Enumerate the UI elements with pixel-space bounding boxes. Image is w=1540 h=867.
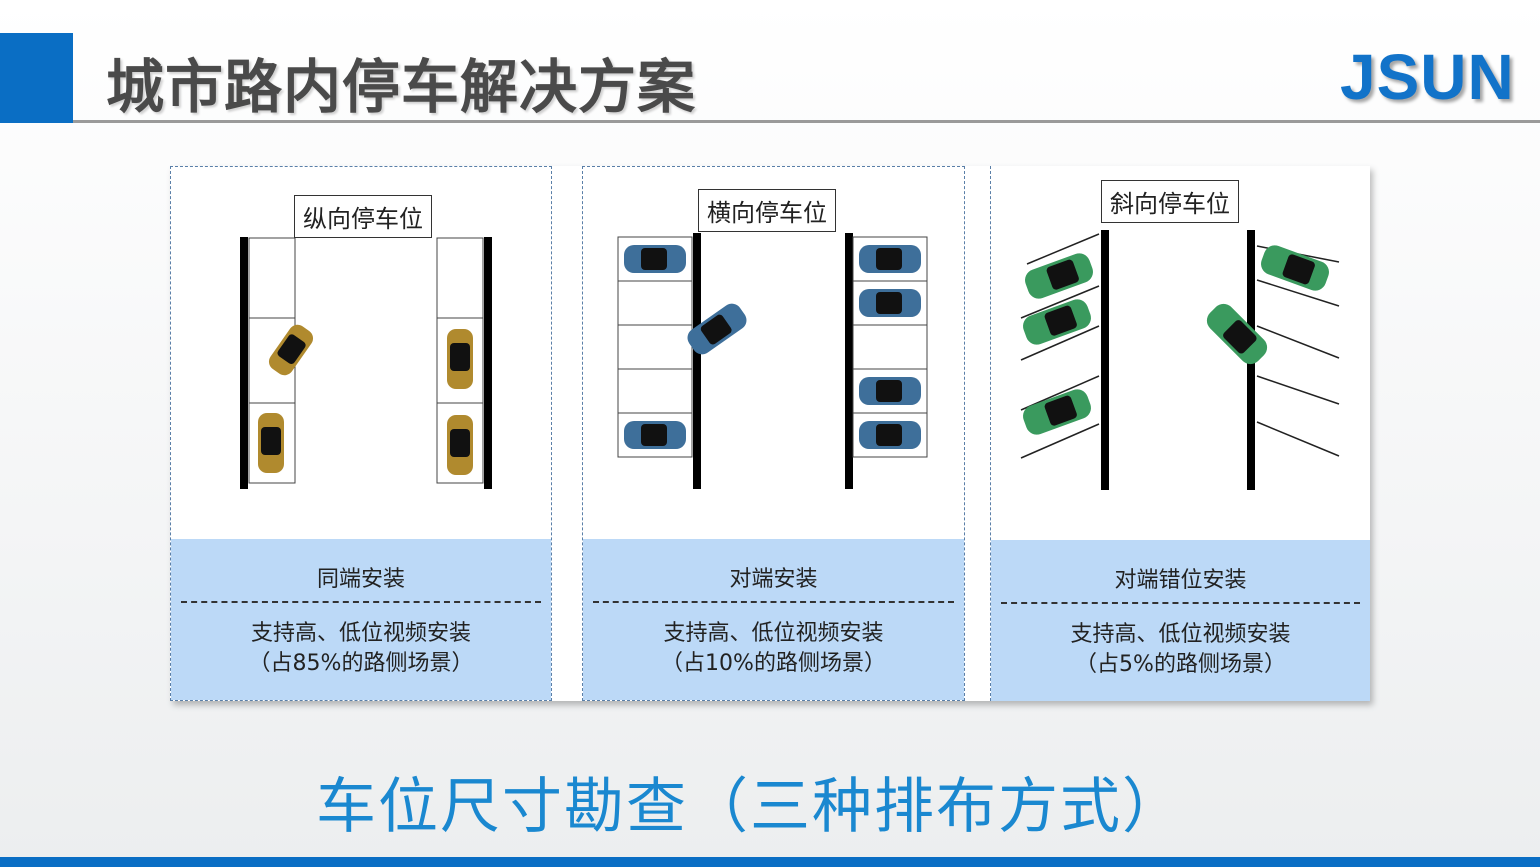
title-divider bbox=[73, 120, 1540, 123]
car-icon bbox=[447, 415, 473, 475]
panel-label: 纵向停车位 bbox=[294, 195, 432, 238]
install-mode: 对端错位安装 bbox=[1114, 568, 1247, 593]
panel-label: 斜向停车位 bbox=[1101, 180, 1239, 223]
car-icon bbox=[859, 245, 921, 273]
dashed-divider bbox=[1001, 602, 1360, 604]
car-icon bbox=[624, 245, 686, 273]
install-mode: 对端安装 bbox=[729, 567, 818, 592]
car-icon bbox=[1023, 389, 1091, 435]
dashed-divider bbox=[593, 601, 954, 603]
car-icon bbox=[268, 324, 314, 376]
header-accent-block bbox=[0, 33, 73, 123]
car-icon bbox=[1025, 253, 1093, 299]
desc-line: 支持高、低位视频安装 bbox=[250, 621, 471, 646]
car-icon bbox=[687, 303, 747, 355]
install-description: 支持高、低位视频安装 （占85%的路侧场景） bbox=[171, 619, 551, 679]
car-icon bbox=[1206, 303, 1268, 365]
install-description: 支持高、低位视频安装 （占10%的路侧场景） bbox=[583, 619, 964, 679]
panel-label: 横向停车位 bbox=[698, 189, 836, 232]
desc-line: 支持高、低位视频安装 bbox=[1070, 622, 1291, 647]
car-icon bbox=[624, 421, 686, 449]
desc-line: 支持高、低位视频安装 bbox=[663, 621, 884, 646]
install-description: 支持高、低位视频安装 （占5%的路侧场景） bbox=[991, 620, 1370, 680]
desc-line: （占5%的路侧场景） bbox=[1075, 652, 1286, 677]
slide-subtitle: 车位尺寸勘查（三种排布方式） bbox=[316, 772, 1184, 842]
diagonal-parking-diagram bbox=[1020, 230, 1340, 490]
longitudinal-parking-diagram bbox=[240, 237, 492, 489]
page-title: 城市路内停车解决方案 bbox=[106, 53, 697, 121]
panel-info: 对端安装 支持高、低位视频安装 （占10%的路侧场景） bbox=[583, 539, 964, 700]
car-icon bbox=[1023, 299, 1091, 345]
install-mode: 同端安装 bbox=[316, 567, 405, 592]
jsun-logo: JSUN bbox=[1340, 41, 1515, 113]
desc-line: （占85%的路侧场景） bbox=[248, 651, 474, 676]
panel-diagonal: 斜向停车位 对端错位安装 支持高、低位视频安装 （占5%的路侧场景） bbox=[990, 166, 1370, 701]
parking-layouts-figure: 纵向停车位 同端安装 支持高、低位视频安装 （占85%的路侧场景） bbox=[170, 166, 1370, 701]
car-icon bbox=[859, 289, 921, 317]
car-icon bbox=[447, 329, 473, 389]
panel-longitudinal: 纵向停车位 同端安装 支持高、低位视频安装 （占85%的路侧场景） bbox=[170, 166, 552, 701]
car-icon bbox=[1261, 245, 1329, 291]
desc-line: （占10%的路侧场景） bbox=[661, 651, 886, 676]
car-icon bbox=[859, 421, 921, 449]
panel-info: 对端错位安装 支持高、低位视频安装 （占5%的路侧场景） bbox=[991, 540, 1370, 701]
panel-transverse: 横向停车位 对端安装 支持高、低位视频安装 （占10%的路侧场景） bbox=[582, 166, 965, 701]
dashed-divider bbox=[181, 601, 541, 603]
panel-info: 同端安装 支持高、低位视频安装 （占85%的路侧场景） bbox=[171, 539, 551, 700]
transverse-parking-diagram bbox=[617, 233, 928, 489]
car-icon bbox=[258, 413, 284, 473]
car-icon bbox=[859, 377, 921, 405]
bottom-accent-bar bbox=[0, 857, 1540, 867]
